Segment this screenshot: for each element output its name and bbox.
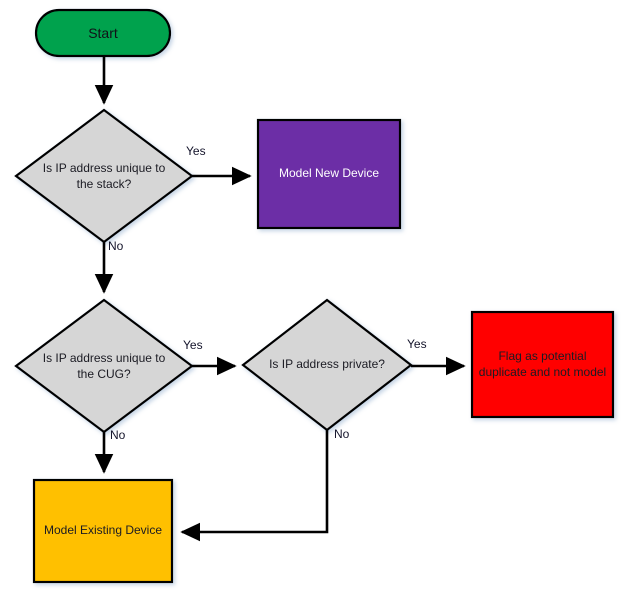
edge-private-no — [180, 430, 329, 542]
edge-label-private-yes: Yes — [407, 337, 427, 351]
edge-label-private-no: No — [334, 427, 350, 441]
shape-decision-unique-cug[interactable] — [14, 298, 194, 434]
decision-unique-stack-shape[interactable] — [14, 108, 194, 244]
edge-label-cug-no: No — [110, 428, 126, 442]
edge-label-cug-yes: Yes — [183, 338, 203, 352]
shape-decision-unique-stack[interactable] — [14, 108, 194, 244]
model-new-device-shape[interactable] — [256, 118, 402, 230]
shape-model-existing-device[interactable] — [32, 478, 174, 584]
shape-flag-potential-duplicate[interactable] — [470, 310, 615, 419]
shape-decision-private[interactable] — [241, 298, 413, 432]
model-existing-device-shape[interactable] — [32, 478, 174, 584]
connectors — [94, 56, 466, 542]
decision-unique-cug-shape[interactable] — [14, 298, 194, 434]
shape-start[interactable] — [34, 8, 172, 58]
shape-model-new-device[interactable] — [256, 118, 402, 230]
edge-label-stack-yes: Yes — [186, 144, 206, 158]
decision-private-shape[interactable] — [241, 298, 413, 432]
flag-potential-duplicate-shape[interactable] — [470, 310, 615, 419]
edge-label-stack-no: No — [108, 239, 124, 253]
start-terminator-shape[interactable] — [34, 8, 172, 58]
